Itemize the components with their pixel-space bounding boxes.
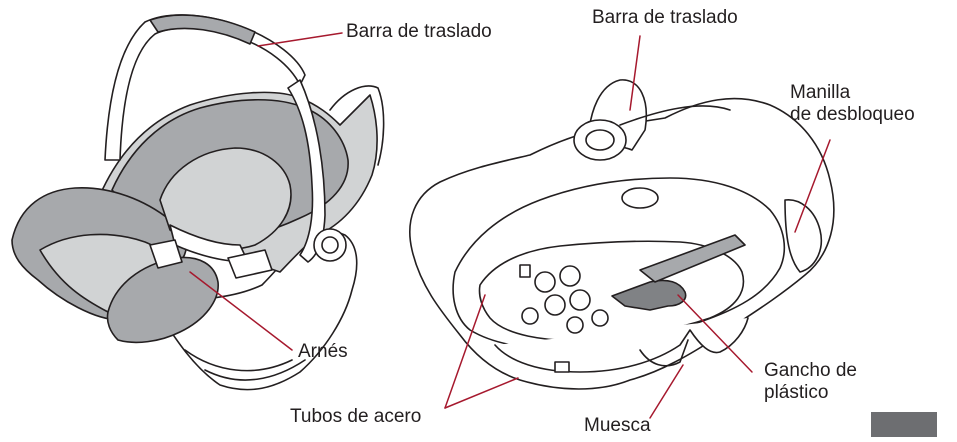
slot-left (520, 265, 530, 277)
label-notch: Muesca (584, 415, 651, 437)
seat-underside-illustration (410, 80, 834, 389)
label-release-handle: Manilla de desbloqueo (790, 82, 915, 126)
leader-notch (650, 365, 683, 418)
page-number-badge (871, 412, 937, 437)
underside-handle-pivot-inner (586, 130, 614, 150)
underside-knob (622, 188, 658, 208)
leader-steel-tubes-b (445, 378, 518, 408)
label-plastic-hook: Gancho de plástico (764, 360, 857, 404)
label-steel-tubes: Tubos de acero (290, 406, 421, 428)
carry-handle-grip (150, 15, 255, 44)
label-carry-handle-left: Barra de traslado (346, 21, 492, 43)
leader-carry-handle-left (258, 33, 342, 46)
handle-pivot-inner (322, 237, 338, 253)
slot-front (555, 362, 569, 372)
car-seat-illustration (12, 15, 384, 390)
label-harness: Arnés (298, 341, 348, 363)
label-carry-handle-right: Barra de traslado (592, 7, 738, 29)
